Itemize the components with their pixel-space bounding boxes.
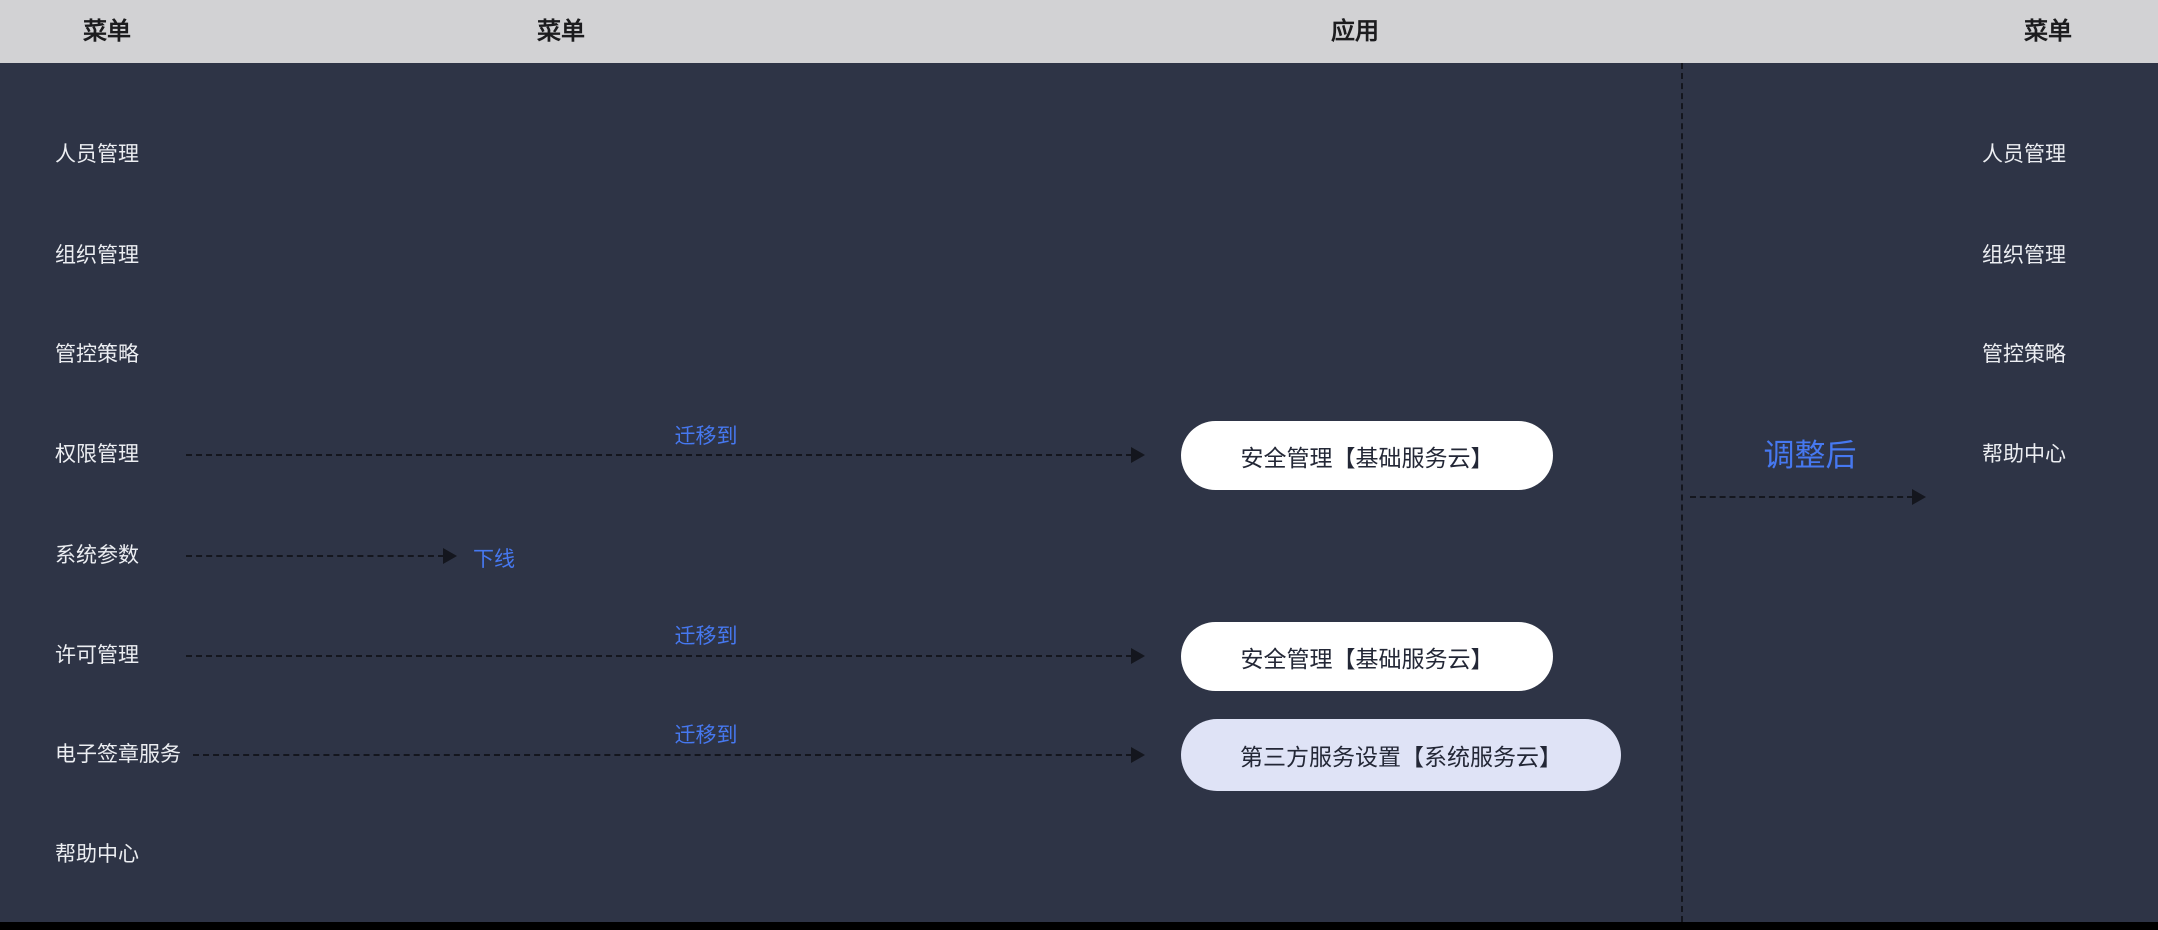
target-pill-thirdparty: 第三方服务设置【系统服务云】 <box>1181 719 1621 791</box>
migration-label-permission: 迁移到 <box>674 425 738 448</box>
arrow-right-icon <box>443 548 457 564</box>
migration-arrow-esign <box>193 747 1145 763</box>
migration-arrow-license <box>186 648 1145 664</box>
divider-label: 调整后 <box>1763 438 1857 473</box>
left-menu-item-permission: 权限管理 <box>55 443 139 466</box>
divider-dashed-line <box>1681 63 1683 922</box>
header-col-menu-mid: 菜单 <box>537 18 585 45</box>
left-menu-item-policy: 管控策略 <box>55 343 139 366</box>
migration-label-esign: 迁移到 <box>674 724 738 747</box>
right-menu-item-policy: 管控策略 <box>1982 343 2066 366</box>
migration-arrow-permission <box>186 447 1145 463</box>
header-col-application: 应用 <box>1331 18 1379 45</box>
arrow-right-icon <box>1131 447 1145 463</box>
arrow-right-icon <box>1131 747 1145 763</box>
target-pill-security-1: 安全管理【基础服务云】 <box>1181 421 1553 490</box>
right-menu-item-personnel: 人员管理 <box>1982 143 2066 166</box>
header-col-menu-right: 菜单 <box>2024 18 2072 45</box>
right-menu-item-help: 帮助中心 <box>1982 443 2066 466</box>
left-menu-item-help: 帮助中心 <box>55 843 139 866</box>
arrow-right-icon <box>1912 489 1926 505</box>
left-menu-item-license: 许可管理 <box>55 644 139 667</box>
divider-arrow <box>1690 489 1926 505</box>
arrow-right-icon <box>1131 648 1145 664</box>
left-menu-item-sysparams: 系统参数 <box>55 544 139 567</box>
migration-label-license: 迁移到 <box>674 625 738 648</box>
bottom-strip <box>0 922 2158 930</box>
header-bar: 菜单 菜单 应用 菜单 <box>0 0 2158 63</box>
left-menu-item-org: 组织管理 <box>55 244 139 267</box>
migration-label-offline: 下线 <box>473 548 515 571</box>
left-menu-item-esign: 电子签章服务 <box>55 743 181 766</box>
migration-arrow-sysparams <box>186 548 457 564</box>
left-menu-item-personnel: 人员管理 <box>55 143 139 166</box>
header-col-menu-left: 菜单 <box>83 18 131 45</box>
right-menu-item-org: 组织管理 <box>1982 244 2066 267</box>
target-pill-security-2: 安全管理【基础服务云】 <box>1181 622 1553 691</box>
